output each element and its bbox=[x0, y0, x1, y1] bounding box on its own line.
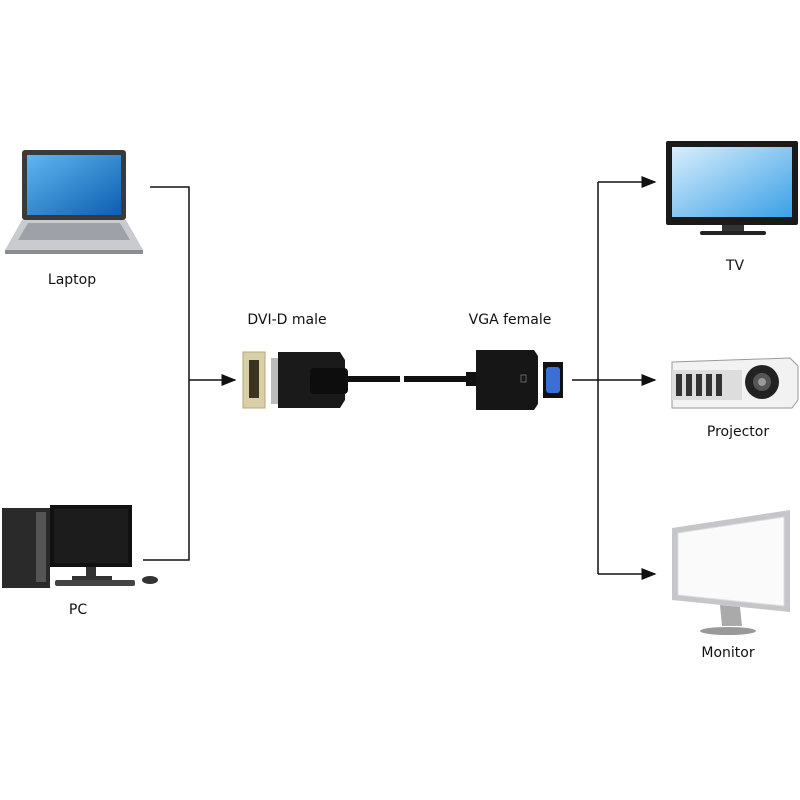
target-connector-lines bbox=[572, 176, 657, 580]
laptop-label: Laptop bbox=[47, 272, 97, 288]
desktop-pc-icon bbox=[2, 505, 158, 588]
projector-icon bbox=[671, 357, 799, 409]
monitor-icon bbox=[672, 510, 790, 635]
dvi-d-male-connector-icon bbox=[242, 351, 400, 409]
tv-label: TV bbox=[725, 258, 745, 274]
pc-label: PC bbox=[68, 602, 88, 618]
vga-female-label: VGA female bbox=[468, 312, 552, 328]
projector-label: Projector bbox=[706, 424, 770, 440]
vga-female-adapter-icon bbox=[404, 350, 563, 410]
dvi-d-male-label: DVI-D male bbox=[247, 312, 327, 328]
laptop-icon bbox=[5, 150, 143, 254]
monitor-label: Monitor bbox=[701, 645, 755, 661]
tv-icon bbox=[666, 141, 798, 235]
source-connector-lines bbox=[143, 186, 237, 561]
